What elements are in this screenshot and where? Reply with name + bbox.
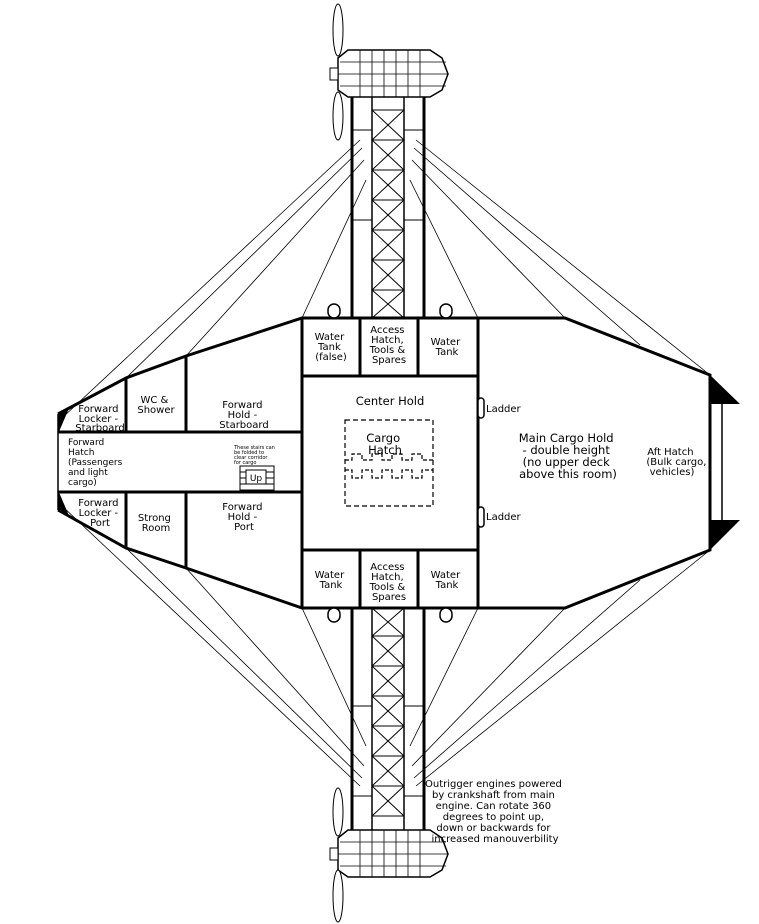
folding-stairs: [239, 465, 275, 491]
room-forward-hold-port: Forward Hold - Port: [222, 502, 265, 533]
room-center-hold: Center Hold: [356, 394, 425, 408]
engine-pod-top: [329, 3, 449, 141]
ladder-label-bottom: Ladder: [486, 512, 522, 523]
room-water-tank-bottom-right: Water Tank: [431, 570, 464, 591]
room-forward-locker-port: Forward Locker - Port: [78, 498, 121, 529]
stairs-up-label: Up: [250, 474, 263, 484]
room-access-hatch-bottom: Access Hatch, Tools & Spares: [369, 562, 409, 603]
room-access-hatch-top: Access Hatch, Tools & Spares: [369, 325, 409, 366]
room-main-cargo-hold: Main Cargo Hold - double height (no uppe…: [519, 431, 618, 481]
room-strong-room: Strong Room: [138, 513, 174, 534]
room-forward-locker-starboard: Forward Locker - Starboard: [75, 404, 124, 434]
room-water-tank-top-right: Water Tank: [431, 337, 464, 358]
interior-walls: [58, 318, 480, 608]
stairs-note: These stairs can be folded to clear corr…: [233, 445, 276, 466]
rigging-cables: [61, 139, 711, 787]
room-wc-shower: WC & Shower: [137, 395, 175, 416]
room-water-tank-bottom-left: Water Tank: [315, 570, 348, 591]
aft-hatch-door: [709, 404, 723, 520]
cargo-hatch: [344, 419, 434, 507]
room-forward-hold-starboard: Forward Hold - Starboard: [219, 400, 268, 431]
ladder-bottom: [477, 506, 485, 528]
engine-pod-bottom: [329, 787, 449, 923]
room-cargo-hatch: Cargo Hatch: [366, 431, 404, 457]
ladder-label-top: Ladder: [486, 404, 522, 415]
outrigger-engine-note: Outrigger engines powered by crankshaft …: [425, 779, 565, 845]
ladder-top: [477, 397, 485, 419]
room-forward-hatch: Forward Hatch (Passengers and light carg…: [68, 438, 125, 488]
outrigger-truss-bottom: [350, 607, 426, 830]
outrigger-truss-top: [350, 96, 426, 319]
outrigger-junction-hatches: [327, 303, 453, 623]
hull-corner-fills: [58, 375, 740, 550]
room-aft-hatch: Aft Hatch (Bulk cargo, vehicles): [646, 447, 709, 478]
room-water-tank-false: Water Tank (false): [315, 332, 348, 363]
